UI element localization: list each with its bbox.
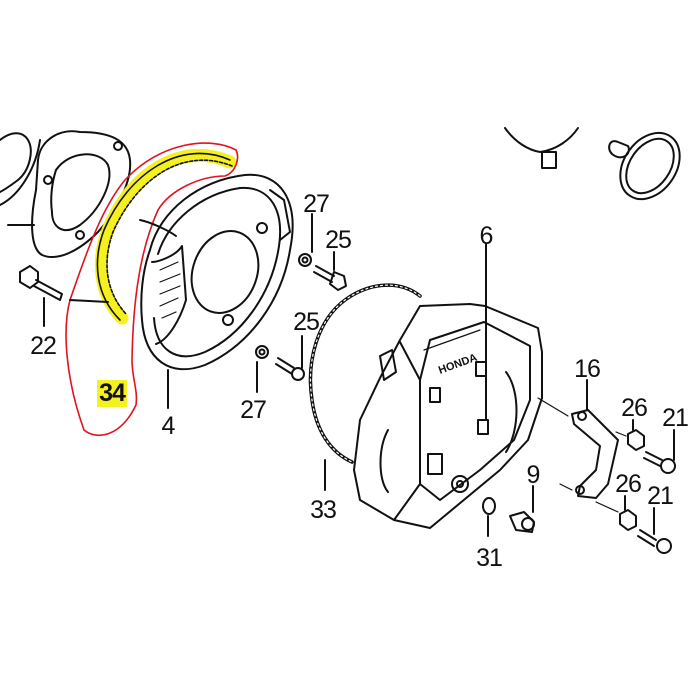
part-25-bolt-upper — [313, 251, 347, 291]
callout-26-upper: 26 — [621, 394, 648, 422]
part-27-washer-upper — [298, 213, 313, 267]
callout-33: 33 — [310, 496, 337, 524]
callout-27-upper: 27 — [303, 190, 330, 218]
part-25-bolt-lower — [275, 335, 305, 381]
callout-9: 9 — [526, 461, 541, 489]
part-21-bolt-lower — [637, 507, 672, 554]
part-22-bolt — [19, 265, 63, 327]
callout-6: 6 — [479, 222, 494, 250]
top-right-parts-partial — [504, 127, 681, 201]
part-27-washer-lower — [255, 345, 269, 393]
callout-21-lower: 21 — [647, 482, 674, 510]
callout-22: 22 — [30, 332, 57, 360]
part-34-gasket-highlighted — [94, 148, 237, 325]
part-26-nut-lower — [595, 495, 637, 531]
part-9-fitting — [509, 485, 535, 533]
part-21-bolt-upper — [643, 429, 676, 474]
part-4-starter-cover — [69, 173, 294, 409]
callout-25-lower: 25 — [293, 308, 320, 336]
part-31-washer — [482, 497, 496, 537]
callout-25-upper: 25 — [325, 226, 352, 254]
callout-31: 31 — [476, 544, 503, 572]
callout-16: 16 — [574, 355, 601, 383]
callout-26-lower: 26 — [615, 470, 642, 498]
callout-21-upper: 21 — [662, 404, 689, 432]
housing-brand-text: HONDA — [437, 352, 479, 377]
callout-4: 4 — [161, 412, 176, 440]
callout-34-highlighted: 34 — [97, 379, 127, 407]
red-annotation-outline — [65, 142, 239, 437]
part-16-bracket — [537, 379, 619, 499]
callout-27-lower: 27 — [240, 396, 267, 424]
part-26-nut-upper — [615, 419, 645, 451]
part-33-o-ring — [308, 283, 422, 491]
